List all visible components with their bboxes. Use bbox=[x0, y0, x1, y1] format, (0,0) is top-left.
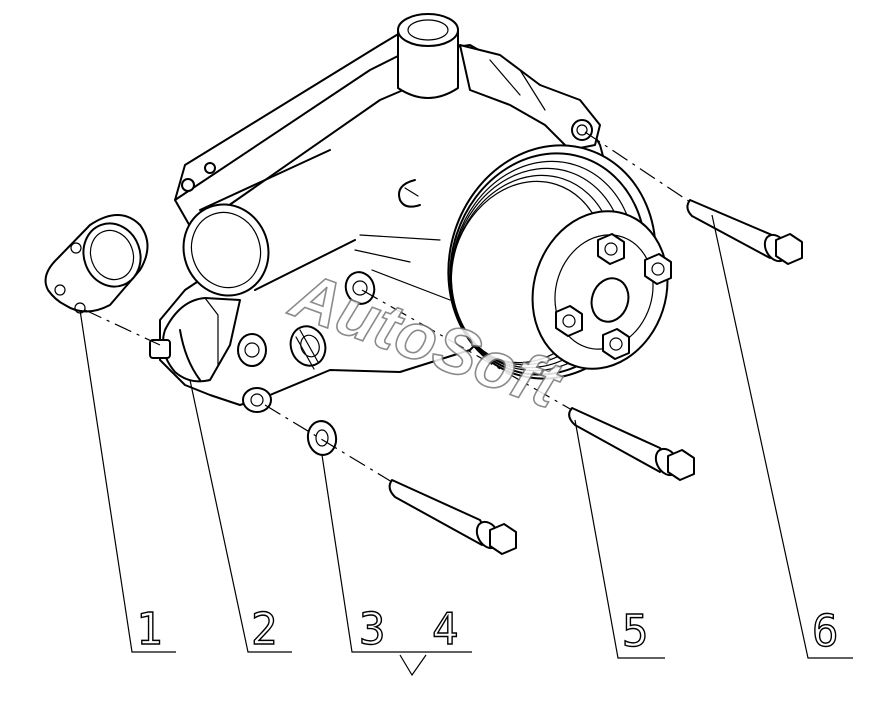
callout-3: 3 bbox=[359, 604, 386, 655]
o-ring-seal bbox=[149, 297, 241, 383]
pulley bbox=[447, 144, 672, 380]
callout-4: 4 bbox=[432, 604, 459, 655]
assembly-axis-lines bbox=[84, 131, 691, 483]
leader-lines bbox=[79, 214, 853, 677]
bolt-middle bbox=[568, 407, 695, 481]
washer bbox=[306, 420, 338, 456]
pulley-bolt bbox=[602, 328, 630, 360]
pulley-bolt bbox=[644, 253, 672, 285]
callout-6: 6 bbox=[812, 606, 839, 657]
gasket bbox=[44, 214, 149, 314]
pulley-bolt bbox=[555, 305, 583, 337]
bolt-upper-right bbox=[686, 199, 803, 265]
callout-1: 1 bbox=[136, 604, 163, 655]
bolt-long-lower bbox=[388, 479, 517, 555]
callout-5: 5 bbox=[622, 606, 649, 657]
pump-housing bbox=[159, 13, 616, 413]
callout-2: 2 bbox=[251, 604, 278, 655]
pulley-bolt bbox=[597, 233, 625, 265]
callout-labels: 1 2 3 4 5 6 bbox=[135, 603, 839, 657]
